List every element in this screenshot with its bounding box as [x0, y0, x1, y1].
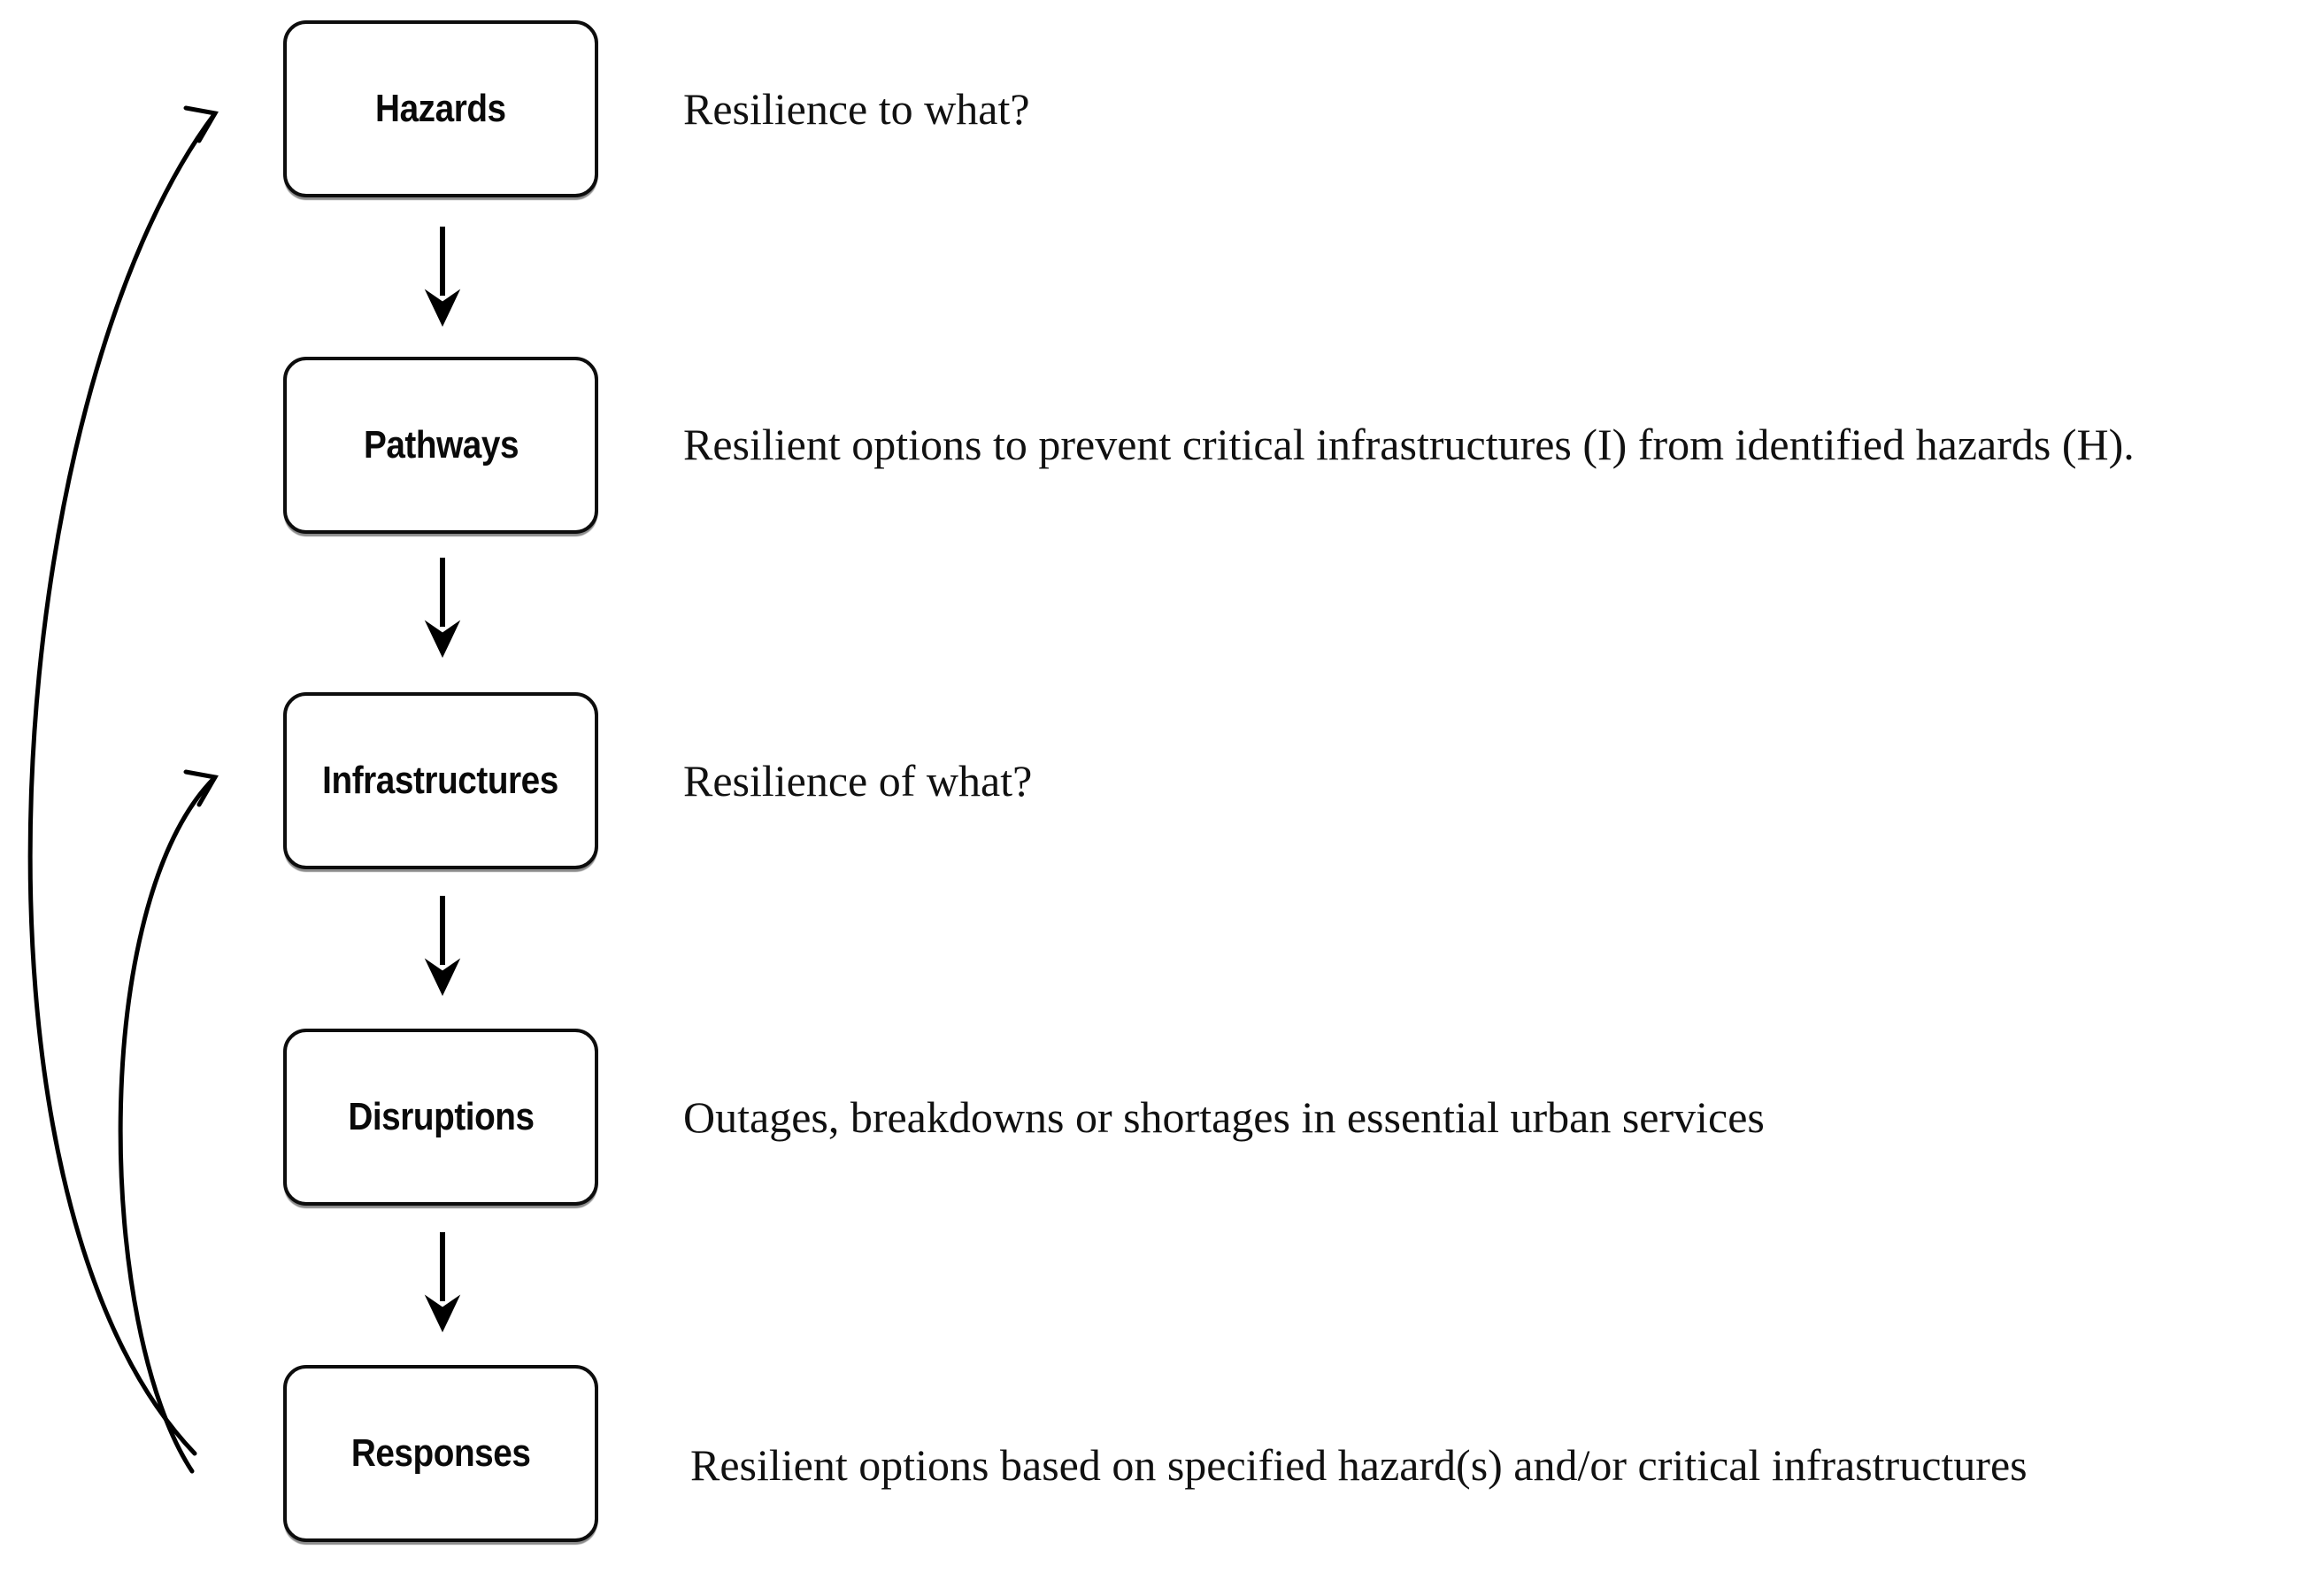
arrowhead-pathways-to-infrastructures-icon [424, 620, 461, 659]
node-box-pathways: Pathways [283, 357, 598, 534]
node-box-hazards: Hazards [283, 20, 598, 197]
node-label-pathways: Pathways [363, 423, 519, 467]
node-box-infrastructures: Infrastructures [283, 692, 598, 869]
node-description-disruptions: Outages, breakdowns or shortages in esse… [683, 1092, 1765, 1142]
node-description-infrastructures: Resilience of what? [683, 756, 1033, 806]
node-box-disruptions: Disruptions [283, 1029, 598, 1206]
node-description-hazards: Resilience to what? [683, 84, 1030, 134]
arrowhead-responses-to-infrastructures-icon [183, 769, 219, 807]
feedback-arrows [27, 105, 219, 1474]
arrowhead-hazards-to-pathways-icon [424, 289, 461, 328]
node-description-responses: Resilient options based on specified haz… [690, 1440, 2028, 1490]
flow-arrows [424, 227, 461, 1333]
curve-responses-to-infrastructures [118, 775, 218, 1474]
arrowhead-responses-to-hazards-icon [183, 105, 219, 143]
node-label-hazards: Hazards [375, 87, 506, 130]
node-label-infrastructures: Infrastructures [322, 759, 559, 802]
arrowhead-disruptions-to-responses-icon [424, 1294, 461, 1333]
arrowhead-infrastructures-to-disruptions-icon [424, 958, 461, 997]
node-label-responses: Responses [350, 1431, 531, 1475]
curve-responses-to-hazards [27, 111, 218, 1456]
node-label-disruptions: Disruptions [347, 1095, 535, 1138]
node-description-pathways: Resilient options to prevent critical in… [683, 420, 2135, 469]
node-box-responses: Responses [283, 1365, 598, 1542]
